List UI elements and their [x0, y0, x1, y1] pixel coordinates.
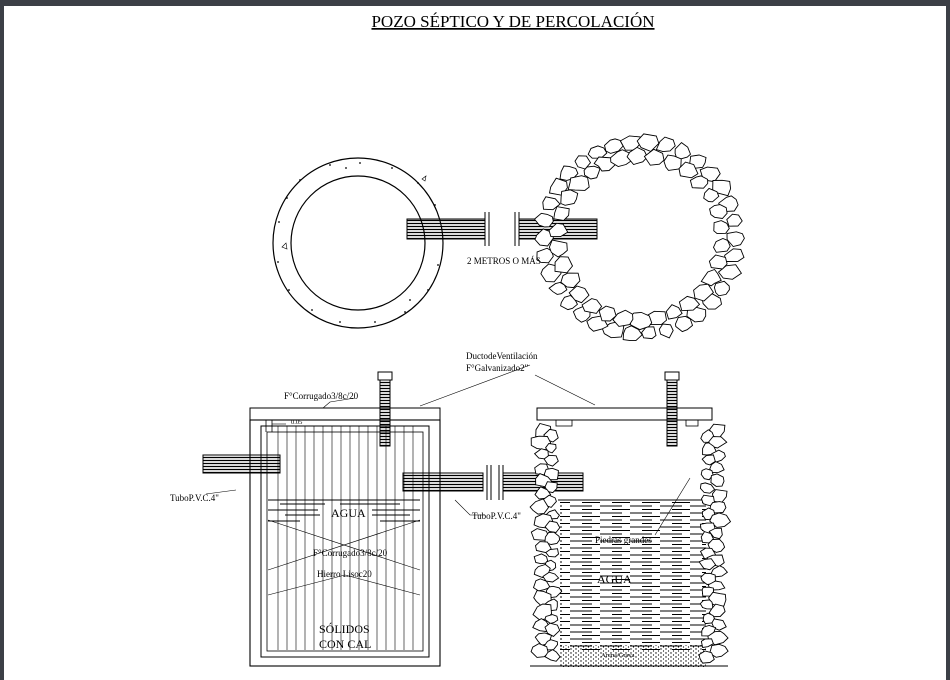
septic-tank-section: [202, 371, 492, 667]
gravel-label: Arena/Grava: [601, 652, 635, 659]
drawing-title: POZO SÉPTICO Y DE PERCOLACIÓN: [371, 12, 654, 31]
leader-lines: [205, 364, 691, 536]
vent-duct-label-2: F°Galvanizado2": [466, 363, 529, 373]
pipe-mid-label: TuboP.V.C.4": [472, 511, 521, 521]
window-right-border: [946, 0, 950, 680]
solids-label-2: CON CAL: [319, 637, 371, 651]
smooth-iron-label: Hierro Lisoc20: [317, 569, 372, 579]
big-stones-label: Piedras grandes: [595, 535, 652, 545]
vent-duct-label-1: DuctodeVentilación: [466, 351, 538, 361]
window-top-border: [0, 0, 950, 6]
percolation-pit-plan: [514, 133, 745, 342]
septic-tank-plan: [272, 157, 490, 329]
window-left-border: [0, 0, 4, 680]
pipe-left-label: TuboP.V.C.4": [170, 493, 219, 503]
distance-label: 2 METROS O MÁS: [467, 256, 541, 266]
water-right-label: AGUA: [597, 572, 632, 586]
rebar-mid-label: F°Corrugado3/8c/20: [313, 548, 388, 558]
solids-label-1: SÓLIDOS: [319, 622, 370, 636]
water-left-label: AGUA: [331, 506, 366, 520]
dim-005-label: 0.05: [291, 419, 302, 426]
percolation-pit-section: [498, 371, 732, 667]
rebar-top-label: F°Corrugado3/8c/20: [284, 391, 359, 401]
